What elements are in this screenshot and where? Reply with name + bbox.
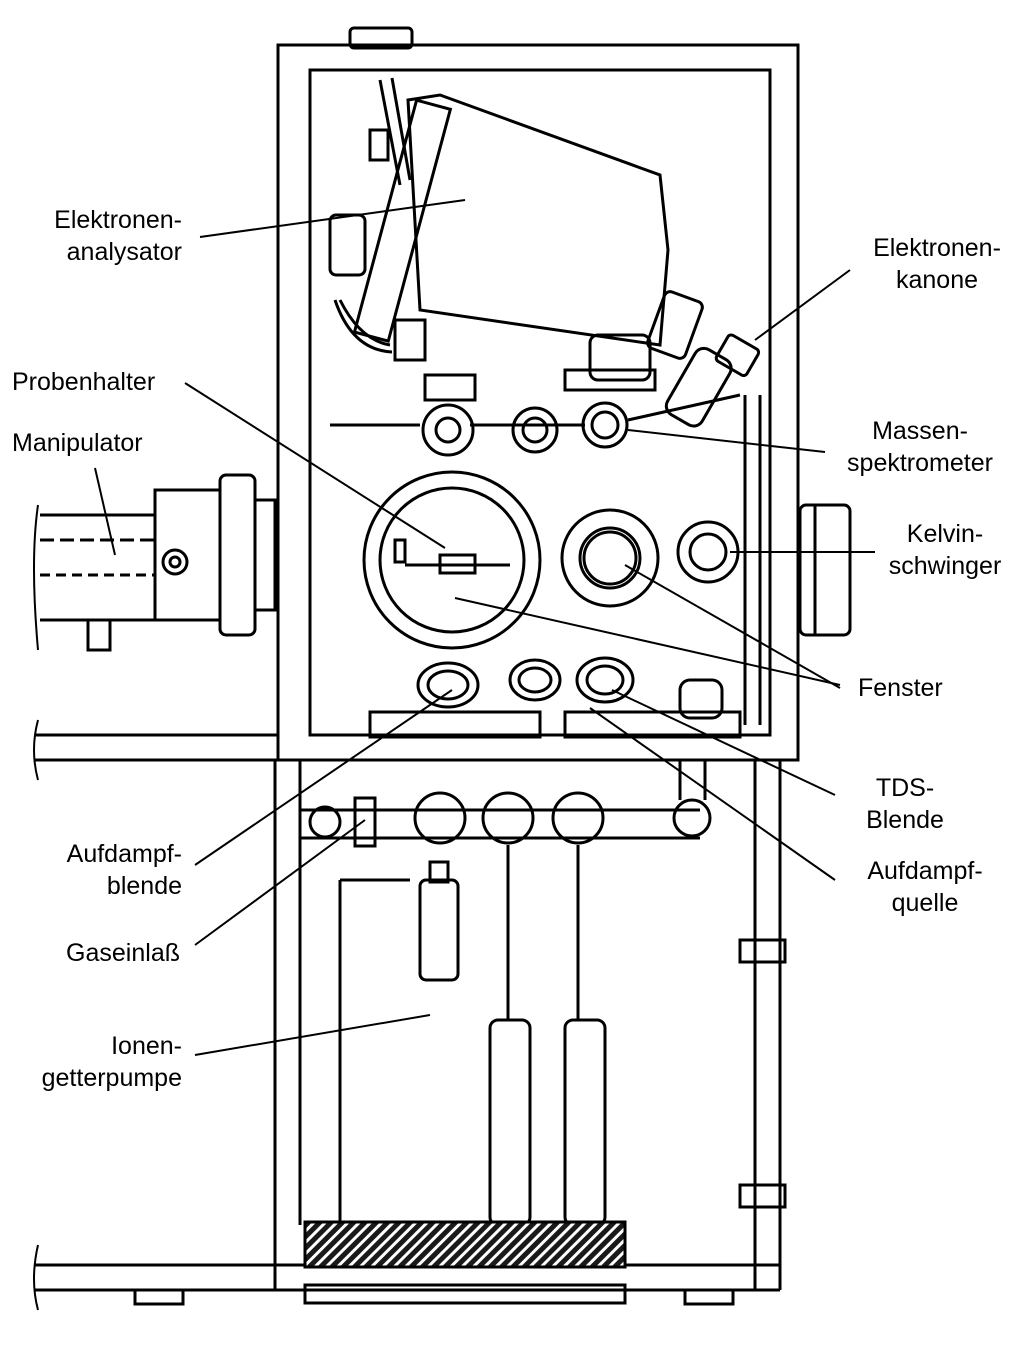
electron-gun [563,290,761,428]
leader-lines [94,199,875,1056]
label-ionengetterpumpe: Ionen- getterpumpe [10,1030,182,1094]
upper-housing-outer [276,43,800,762]
break-marks [33,504,39,1311]
label-line: getterpumpe [41,1064,182,1092]
label-fenster: Fenster [858,672,943,704]
label-kelvinschwinger: Kelvin- schwinger [870,518,1020,582]
label-line: Massen- [872,417,968,445]
label-line: Ionen- [111,1032,182,1060]
label-aufdampfquelle: Aufdampf- quelle [845,855,1005,919]
label-line: Manipulator [12,429,143,457]
label-probenhalter: Probenhalter [12,366,155,398]
pump-base [303,1220,627,1269]
label-line: Blende [866,806,944,834]
label-massenspektrometer: Massen- spektrometer [825,415,1015,479]
label-line: blende [106,872,182,900]
ion-getter-pump [418,845,607,1227]
manipulator [40,473,277,652]
label-line: spektrometer [847,449,993,477]
electron-analyzer [328,77,670,362]
label-line: Aufdampf- [867,857,983,885]
label-line: Fenster [858,674,943,702]
bottom-ports [368,656,742,739]
top-cap [348,26,414,50]
label-line: kanone [895,266,979,294]
label-elektronenanalysator: Elektronen- analysator [10,204,182,268]
label-line: analysator [66,238,182,266]
label-line: Gaseinlaß [66,939,180,967]
label-line: Elektronen- [54,206,182,234]
main-chamber [362,470,542,650]
label-line: quelle [891,889,959,917]
label-line: TDS- [875,774,935,802]
label-line: Kelvin- [906,520,984,548]
label-elektronenkanone: Elektronen- kanone [852,232,1022,296]
top-ports [330,373,741,457]
label-line: Probenhalter [12,368,156,396]
label-gaseinlass: Gaseinlaß [10,937,180,969]
label-tds-blende: TDS- Blende [850,772,960,836]
label-aufdampfblende: Aufdampf- blende [10,838,182,902]
gas-manifold [300,760,712,1225]
kelvin-probe [676,503,852,637]
label-line: Aufdampf- [66,840,182,868]
label-line: schwinger [888,552,1002,580]
label-manipulator: Manipulator [12,427,143,459]
window-right [560,508,660,608]
label-line: Elektronen- [873,234,1001,262]
